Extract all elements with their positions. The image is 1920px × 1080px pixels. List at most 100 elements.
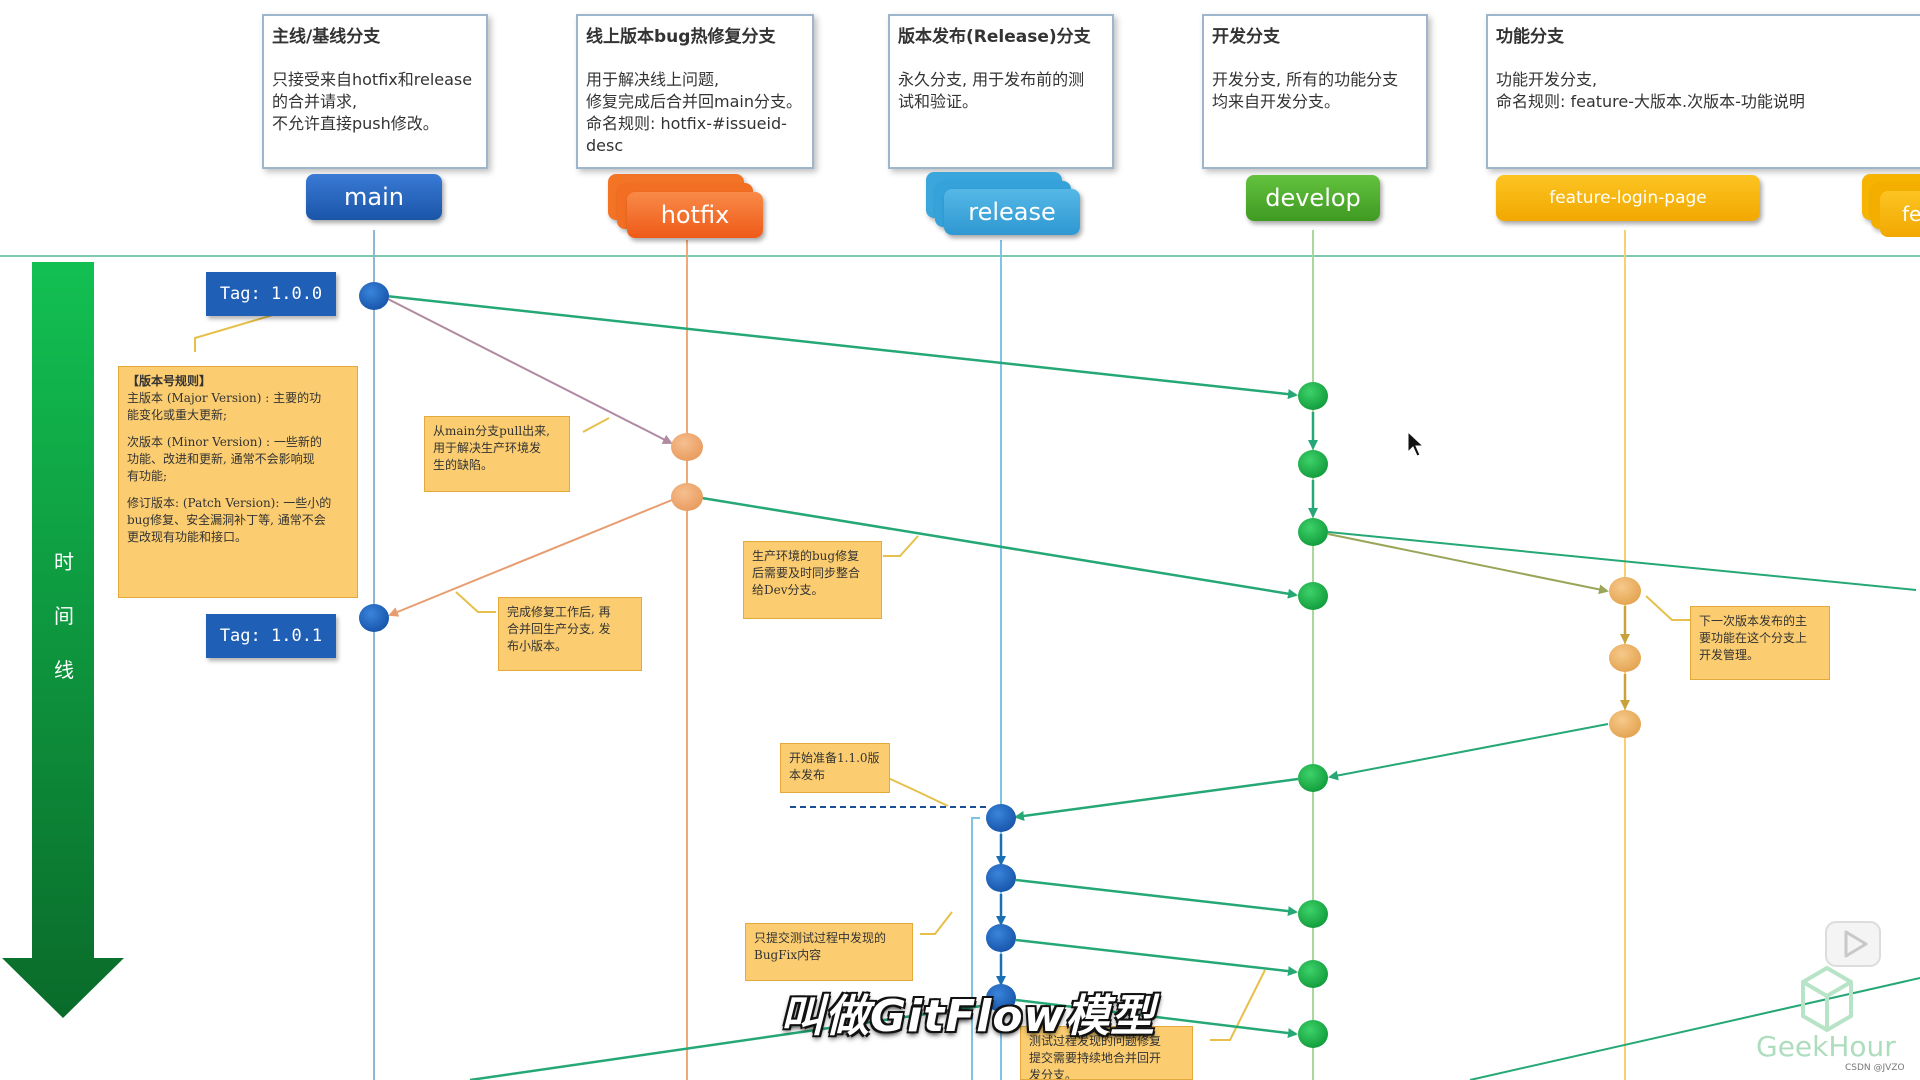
arrow-develop-to-feature [1327, 533, 1609, 595]
develop-description-title: 开发分支 [1212, 27, 1280, 47]
note-line: 提交需要持续地合并回开 [1029, 1051, 1162, 1065]
release-description-title: 版本发布(Release)分支 [898, 27, 1091, 47]
feature-description-line: 功能开发分支, [1496, 70, 1598, 89]
note-line: 本发布 [789, 768, 826, 782]
timeline-char: 线 [54, 658, 74, 682]
version-rules-patch: bug修复、安全漏洞补丁等, 通常不会 [127, 513, 326, 527]
develop-commit-node [1298, 450, 1328, 478]
test-fix-note: 测试过程发现的问题修复 提交需要持续地合并回开 发分支。 [1020, 1026, 1193, 1080]
feature-partial-text: fe [1902, 202, 1920, 226]
develop-commit-node [1298, 382, 1328, 410]
version-rules-minor: 有功能; [127, 469, 168, 483]
release-branch-label: release [944, 189, 1080, 235]
arrow-develop-to-feature-next [1327, 531, 1917, 591]
note-line: 生的缺陷。 [433, 458, 494, 472]
main-description-line: 的合并请求, [272, 92, 358, 111]
hotfix-description-title: 线上版本bug热修复分支 [586, 27, 776, 47]
timeline-char: 时 [54, 550, 74, 574]
main-branch-label: main [306, 174, 442, 220]
arrow-release-to-main [469, 1003, 989, 1080]
video-subtitle: 叫做GitFlow模型 [780, 991, 1156, 1042]
release-commit-node [986, 984, 1016, 1012]
note-line: BugFix内容 [754, 948, 822, 962]
arrow-feature-to-develop [1328, 723, 1609, 781]
develop-description-box: 开发分支 开发分支, 所有的功能分支 均来自开发分支。 [1202, 14, 1428, 169]
arrow-main-to-hotfix [385, 297, 673, 444]
note-line: 合并回生产分支, 发 [507, 622, 611, 636]
note-line: 后需要及时同步整合 [752, 566, 861, 580]
note-line: 发分支。 [1029, 1068, 1078, 1080]
geekhour-logo-icon [1801, 966, 1853, 1032]
note-line: 开发管理。 [1699, 648, 1760, 662]
feature-description-box: 功能分支 功能开发分支, 命名规则: feature-大版本.次版本-功能说明 [1486, 14, 1920, 169]
version-rules-title: 【版本号规则】 [127, 374, 212, 388]
version-rules-major: 主版本 (Major Version) : 主要的功 [127, 391, 322, 405]
hotfix-description-line: desc [586, 136, 624, 155]
arrow-release-to-develop-3 [1015, 998, 1298, 1038]
note-line: 布小版本。 [507, 639, 568, 653]
version-rules-patch: 更改现有功能和接口。 [127, 530, 248, 544]
release-commit-node [986, 804, 1016, 832]
version-rules-patch: 修订版本: (Patch Version): 一些小的 [127, 496, 332, 510]
version-rules-minor: 次版本 (Minor Version) : 一些新的 [127, 435, 322, 449]
arrow-release-to-develop-2 [1015, 938, 1298, 977]
develop-commit-node [1298, 1020, 1328, 1048]
note-connector [1645, 595, 1690, 621]
hotfix-description-line: 修复完成后合并回main分支。 [586, 92, 802, 111]
arrow-main-to-develop [385, 294, 1298, 400]
main-description-line: 只接受来自hotfix和release [272, 70, 473, 89]
hotfix-description-box: 线上版本bug热修复分支 用于解决线上问题, 修复完成后合并回main分支。 命… [576, 14, 814, 169]
note-line: 生产环境的bug修复 [752, 549, 860, 563]
release-description-line: 永久分支, 用于发布前的测 [898, 70, 1085, 89]
version-rules-minor: 功能、改进和更新, 通常不会影响现 [127, 452, 315, 466]
release-commit-node [986, 864, 1016, 892]
mouse-cursor-icon [1407, 430, 1425, 457]
prepare-release-note: 开始准备1.1.0版 本发布 [780, 743, 890, 793]
timeline-label: 时 间 线 [52, 535, 76, 697]
hotfix-commit-node [671, 433, 703, 461]
note-connector [1210, 969, 1266, 1041]
tag-1-0-1: Tag: 1.0.1 [206, 614, 336, 658]
main-commit-node [359, 282, 389, 310]
develop-commit-node [1298, 518, 1328, 546]
next-release-note: 下一次版本发布的主 要功能在这个分支上 开发管理。 [1690, 606, 1830, 680]
hotfix-branch-label: hotfix [627, 192, 763, 238]
main-commit-node [359, 604, 389, 632]
release-description-box: 版本发布(Release)分支 永久分支, 用于发布前的测 试和验证。 [888, 14, 1114, 169]
release-commit-node [986, 924, 1016, 952]
main-description-box: 主线/基线分支 只接受来自hotfix和release 的合并请求, 不允许直接… [262, 14, 488, 169]
tag-1-0-0: Tag: 1.0.0 [206, 272, 336, 316]
arrow-bottom-right [1469, 977, 1920, 1080]
feature-commit-node [1609, 577, 1641, 605]
credit-text: CSDN @JVZO [1845, 1063, 1905, 1073]
note-connector [883, 535, 919, 557]
timeline-arrow [2, 262, 124, 1018]
timeline-char: 间 [54, 604, 74, 628]
arrow-hotfix-to-main [388, 499, 673, 617]
version-rules-major: 能变化或重大更新; [127, 408, 228, 422]
develop-branch-label: develop [1246, 175, 1380, 221]
prod-bug-note: 生产环境的bug修复 后需要及时同步整合 给Dev分支。 [743, 541, 882, 619]
feature-commit-node [1609, 710, 1641, 738]
main-description-title: 主线/基线分支 [272, 27, 381, 47]
note-connector [582, 417, 610, 433]
note-line: 开始准备1.1.0版 [789, 751, 880, 765]
brand-name: GeekHour [1756, 1030, 1896, 1063]
release-description-line: 试和验证。 [898, 92, 979, 111]
hotfix-description-line: 用于解决线上问题, [586, 70, 720, 89]
note-line: 给Dev分支。 [752, 583, 824, 597]
feature-branch-label: feature-login-page [1496, 175, 1760, 221]
feature-branch-partial-label: fe [1880, 191, 1920, 237]
note-line: 测试过程发现的问题修复 [1029, 1034, 1162, 1048]
pull-from-main-note: 从main分支pull出来, 用于解决生产环境发 生的缺陷。 [424, 416, 570, 492]
play-icon[interactable] [1825, 921, 1881, 967]
bugfix-only-note: 只提交测试过程中发现的 BugFix内容 [745, 923, 913, 981]
develop-description-line: 开发分支, 所有的功能分支 [1212, 70, 1399, 89]
develop-commit-node [1298, 900, 1328, 928]
note-connector [194, 309, 291, 352]
arrow-develop-to-release [1014, 777, 1299, 821]
release-bracket [971, 817, 980, 1080]
note-line: 用于解决生产环境发 [433, 441, 542, 455]
note-line: 完成修复工作后, 再 [507, 605, 611, 619]
